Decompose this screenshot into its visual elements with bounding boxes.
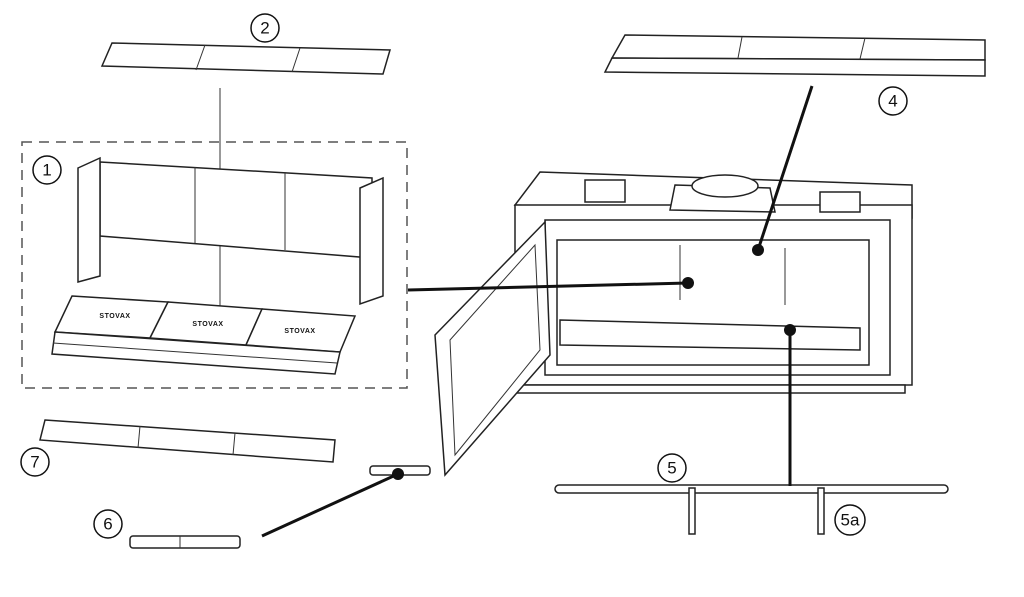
callout-5: 5: [657, 453, 687, 483]
svg-text:6: 6: [103, 515, 112, 534]
part-6-handle: [129, 535, 241, 549]
callout-6: 6: [93, 509, 123, 539]
svg-text:4: 4: [888, 92, 897, 111]
brand-mark: STOVAX: [284, 328, 315, 335]
brand-mark: STOVAX: [99, 313, 130, 320]
part-2-baffle: [100, 42, 391, 75]
callout-7: 7: [20, 447, 50, 477]
svg-text:5a: 5a: [841, 511, 860, 530]
svg-text:2: 2: [260, 19, 269, 38]
brand-mark: STOVAX: [192, 321, 223, 328]
floor-bricks: STOVAX STOVAX STOVAX: [51, 295, 357, 375]
open-door: [434, 220, 551, 477]
svg-text:5: 5: [667, 459, 676, 478]
part-1-group-box: [21, 141, 408, 389]
svg-text:1: 1: [42, 161, 51, 180]
leader-lines: [261, 85, 814, 538]
callout-1: 1: [32, 155, 62, 185]
part-4-top-plate: [603, 34, 986, 77]
callout-5a: 5a: [834, 504, 866, 536]
part-5-bar: [554, 484, 949, 535]
part-1-firebricks: [77, 156, 384, 306]
callout-2: 2: [250, 13, 280, 43]
callout-4: 4: [878, 86, 908, 116]
part-7-rail: [39, 419, 336, 463]
svg-text:7: 7: [30, 453, 39, 472]
fireplace-body: [513, 171, 913, 394]
